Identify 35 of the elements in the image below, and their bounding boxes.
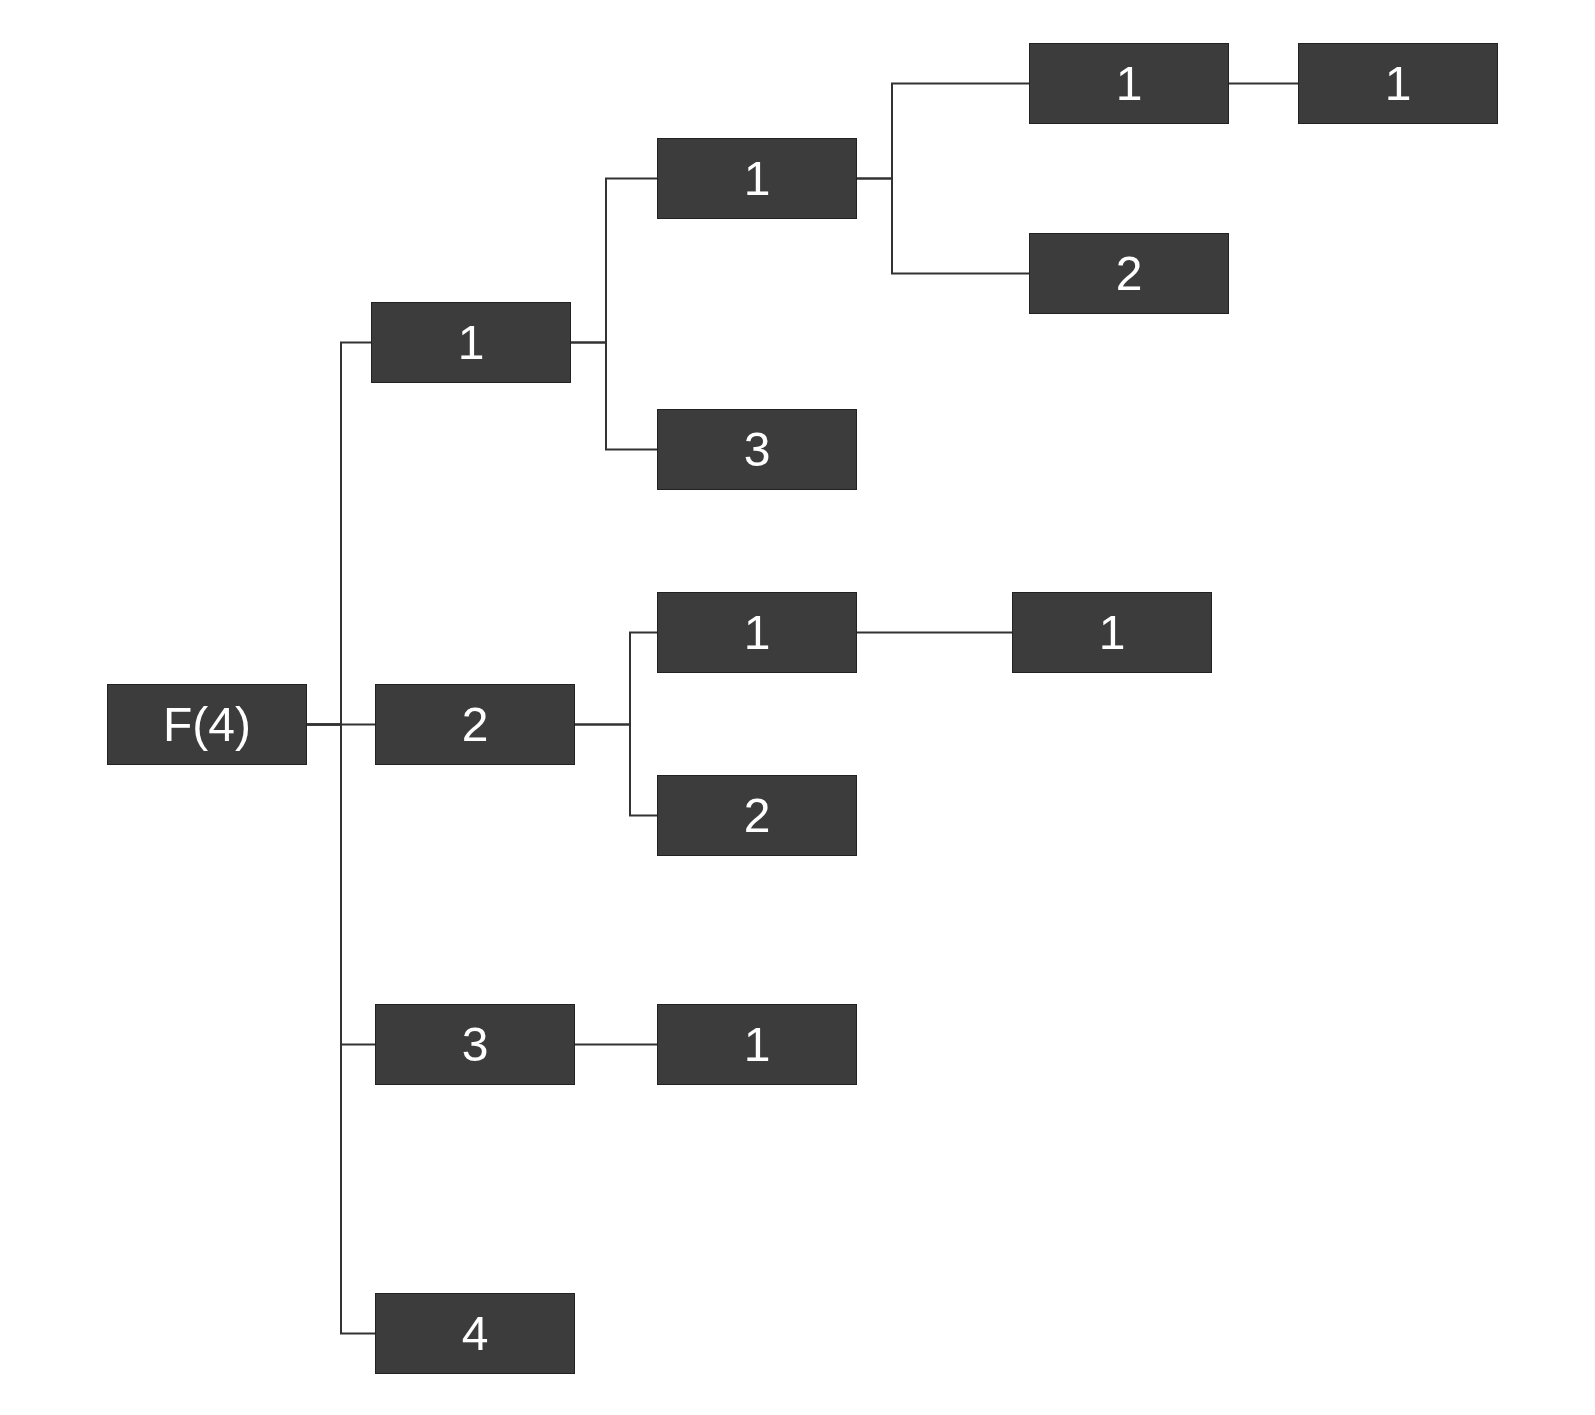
tree-node-box xyxy=(657,775,857,856)
tree-node-box xyxy=(107,684,307,765)
tree-node-box xyxy=(1029,43,1229,124)
node-value: F(4) xyxy=(163,700,251,749)
connector-line xyxy=(1228,82,1299,85)
node-value: 2 xyxy=(461,700,489,749)
tree-node-box xyxy=(657,409,857,490)
tree-node-box xyxy=(1012,592,1212,673)
tree-node-box xyxy=(375,1004,575,1085)
tree-node-box xyxy=(375,684,575,765)
connector-line xyxy=(574,1043,658,1046)
connector-line xyxy=(570,341,658,451)
node-value: 3 xyxy=(461,1020,489,1069)
node-value: 1 xyxy=(743,1020,771,1069)
node-value: 1 xyxy=(743,608,771,657)
node-value: 1 xyxy=(1115,59,1143,108)
connector-line xyxy=(306,723,376,1335)
connector-line xyxy=(574,723,658,817)
tree-node-box xyxy=(1298,43,1498,124)
node-value: 1 xyxy=(743,154,771,203)
tree-node-box xyxy=(657,1004,857,1085)
node-value: 1 xyxy=(1384,59,1412,108)
node-value: 4 xyxy=(461,1309,489,1358)
node-value: 1 xyxy=(1098,608,1126,657)
node-value: 2 xyxy=(743,791,771,840)
tree-node-box xyxy=(375,1293,575,1374)
tree-node-box xyxy=(657,138,857,219)
tree-node-box xyxy=(1029,233,1229,314)
tree-node-box xyxy=(657,592,857,673)
connector-line xyxy=(856,631,1013,634)
tree-node-box xyxy=(371,302,571,383)
node-value: 2 xyxy=(1115,249,1143,298)
connector-line xyxy=(856,177,1030,275)
node-value: 3 xyxy=(743,425,771,474)
node-value: 1 xyxy=(457,318,485,367)
